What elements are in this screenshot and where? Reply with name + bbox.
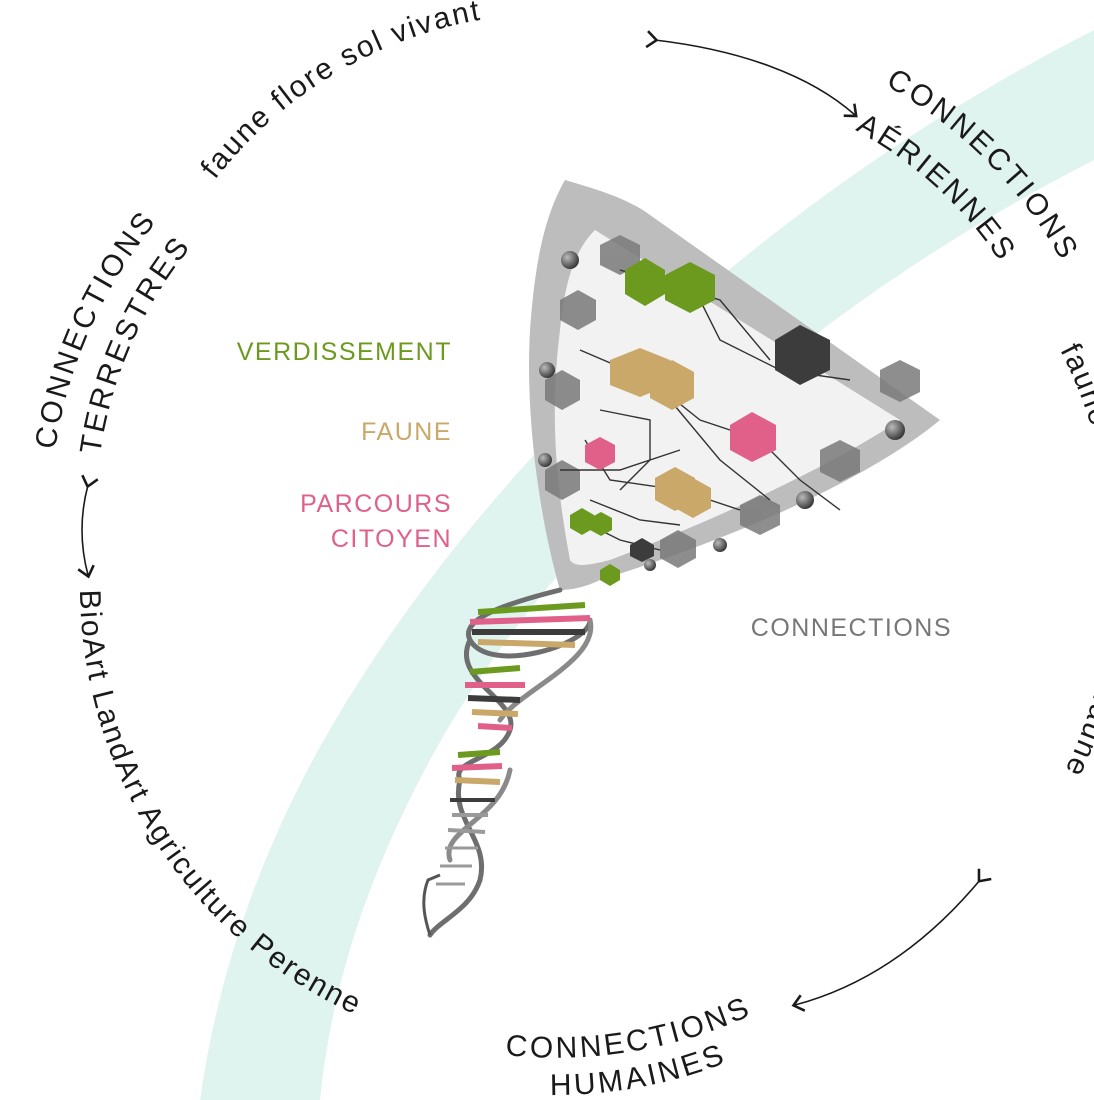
funnel-inner [554, 230, 900, 565]
ring-right-small: faune aviaire & entomofaune [1054, 338, 1094, 783]
legend-verdissement: VERDISSEMENT [237, 338, 452, 366]
background-band [200, 30, 1094, 1100]
legend-connections: CONNECTIONS [751, 614, 952, 642]
legend: VERDISSEMENT FAUNE PARCOURS CITOYEN CONN… [237, 338, 952, 642]
hexagon-icon [570, 258, 830, 586]
legend-faune: FAUNE [361, 418, 452, 446]
legend-parcours-2: CITOYEN [331, 525, 452, 553]
terrestrial-label-2: TERRESTRES [74, 229, 197, 456]
dna-helix-illustration [422, 180, 940, 938]
double-headed-arrow-icon [77, 30, 992, 1012]
legend-parcours-1: PARCOURS [300, 490, 452, 518]
ring-top-small: faune flore sol vivant [195, 0, 484, 184]
